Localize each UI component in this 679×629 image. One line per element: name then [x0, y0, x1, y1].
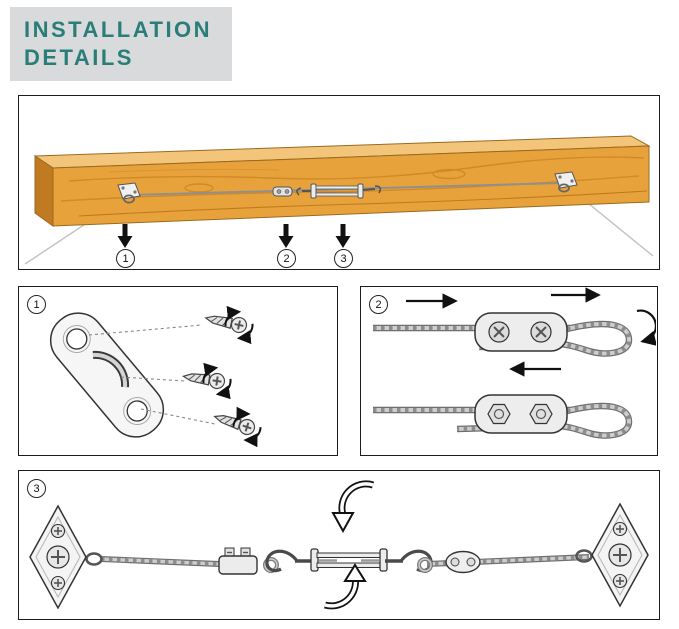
- right-rope-eye: [417, 557, 433, 573]
- d-ring: [92, 350, 130, 388]
- rotation-arrow-icon: [215, 378, 232, 400]
- overview-panel: 1 2 3: [18, 95, 660, 270]
- screw-icon: [213, 406, 262, 448]
- left-hook-icon: [265, 549, 299, 573]
- wooden-beam: [33, 135, 651, 227]
- rotation-arrow-icon: [202, 362, 219, 384]
- rotation-arrow-bottom-icon: [324, 563, 367, 610]
- callout-number-1: 1: [116, 249, 135, 268]
- turnbuckle: [295, 548, 403, 572]
- panel-1-label: 1: [27, 295, 46, 314]
- rotation-arrow-icon: [224, 305, 242, 327]
- duplex-clamp-screws: [474, 312, 568, 352]
- detail-panel-1: 1: [18, 286, 338, 456]
- callout-number-2: 2: [277, 249, 296, 268]
- rotation-arrow-icon: [243, 427, 262, 448]
- rotation-arrow-top-icon: [331, 480, 375, 534]
- down-arrow-icon: [117, 224, 133, 248]
- down-arrow-icons: [117, 224, 351, 248]
- page-title: INSTALLATION DETAILS: [10, 7, 232, 81]
- duplex-clamp-nuts: [474, 394, 568, 434]
- beam-overview-illustration: [24, 135, 654, 265]
- right-diamond-plate: [575, 502, 649, 608]
- title-line-2: DETAILS: [24, 45, 134, 70]
- detail-panel-2: 2: [360, 286, 658, 456]
- pad-eye-plate: [49, 312, 165, 438]
- rotation-arrow-icon: [236, 323, 254, 345]
- down-arrow-icon: [278, 224, 294, 248]
- rope-clamp-illustration: [361, 287, 656, 454]
- threading-direction-arrows: [406, 287, 656, 377]
- title-line-1: INSTALLATION: [24, 17, 213, 42]
- rotation-arrow-icon: [232, 406, 251, 427]
- curved-arrow-icon: [636, 309, 656, 346]
- pad-eye-mounting-illustration: [49, 305, 262, 448]
- left-pad-eye: [117, 182, 141, 204]
- turnbuckle-small: [296, 183, 382, 199]
- panel-2-label: 2: [369, 295, 388, 314]
- screw-icon: [181, 362, 232, 400]
- left-diamond-plate: [29, 504, 103, 610]
- rope-clamp: [218, 547, 258, 575]
- full-assembly-illustration: [29, 480, 649, 610]
- screw-icon: [204, 305, 254, 345]
- wire-rope-clamp-small: [272, 186, 293, 197]
- panel-3-label: 3: [27, 479, 46, 498]
- screw-guide-lines: [88, 324, 216, 425]
- detail-panel-3: 3: [18, 470, 660, 620]
- oval-ferrule-clamp: [445, 550, 481, 574]
- down-arrow-icon: [335, 224, 351, 248]
- callout-number-3: 3: [334, 249, 353, 268]
- right-pad-eye: [554, 171, 578, 193]
